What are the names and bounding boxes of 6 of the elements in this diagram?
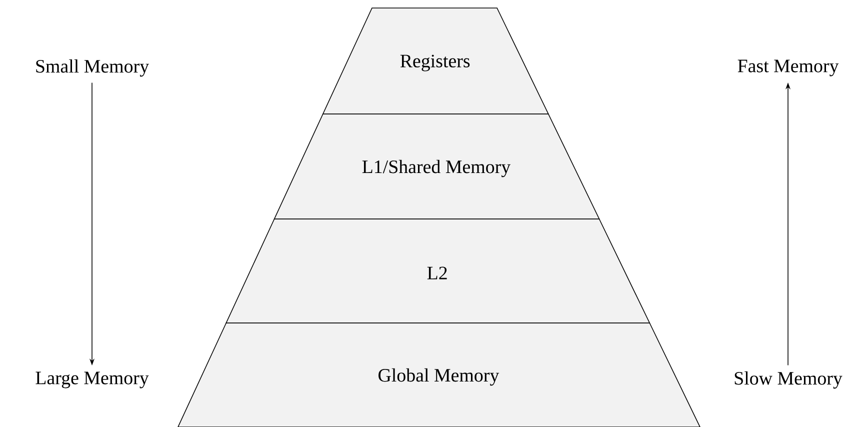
memory-label: Large Memory: [36, 372, 149, 388]
pyramid-level: L2: [226, 218, 650, 324]
memory-label: Fast Memory: [738, 60, 839, 76]
memory-label: Small Memory: [36, 59, 149, 77]
memory-label: Slow Memory: [734, 371, 842, 389]
pyramid-level: L1/Shared Memory: [274, 114, 600, 220]
